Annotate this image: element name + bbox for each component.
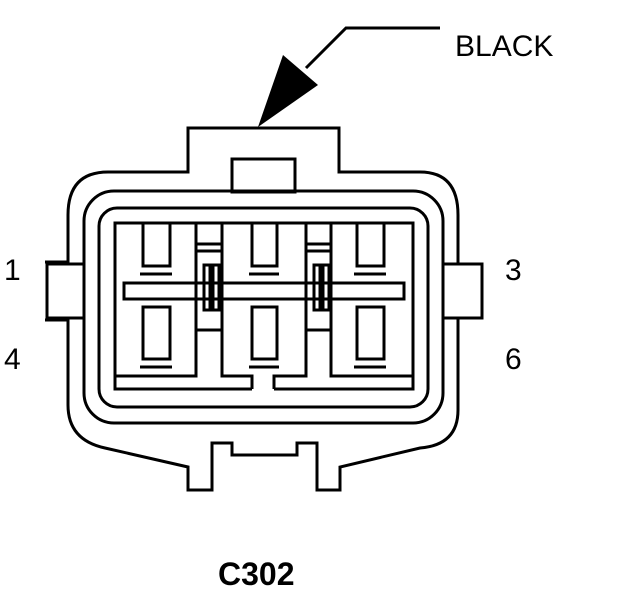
cavity-2 [249, 223, 279, 276]
housing-second-contour [82, 189, 445, 425]
pin-label-3: 3 [505, 254, 522, 287]
cavity-3 [354, 223, 386, 276]
housing-outer [45, 126, 484, 492]
cavity-6 [354, 305, 386, 369]
terminal-frame [113, 221, 415, 391]
pin-label-6: 6 [505, 343, 522, 376]
housing-third-contour [97, 206, 430, 409]
wire-color-label: BLACK [455, 30, 554, 63]
cavity-1 [140, 223, 172, 276]
cavity-4 [140, 305, 172, 369]
terminal-cavities [140, 223, 386, 369]
leader-arrow [258, 26, 440, 127]
pin-label-4: 4 [4, 343, 21, 376]
cavity-5 [249, 305, 279, 369]
connector-id-title: C302 [218, 556, 295, 592]
pin-label-1: 1 [4, 254, 21, 287]
top-latch-tab [230, 157, 297, 194]
